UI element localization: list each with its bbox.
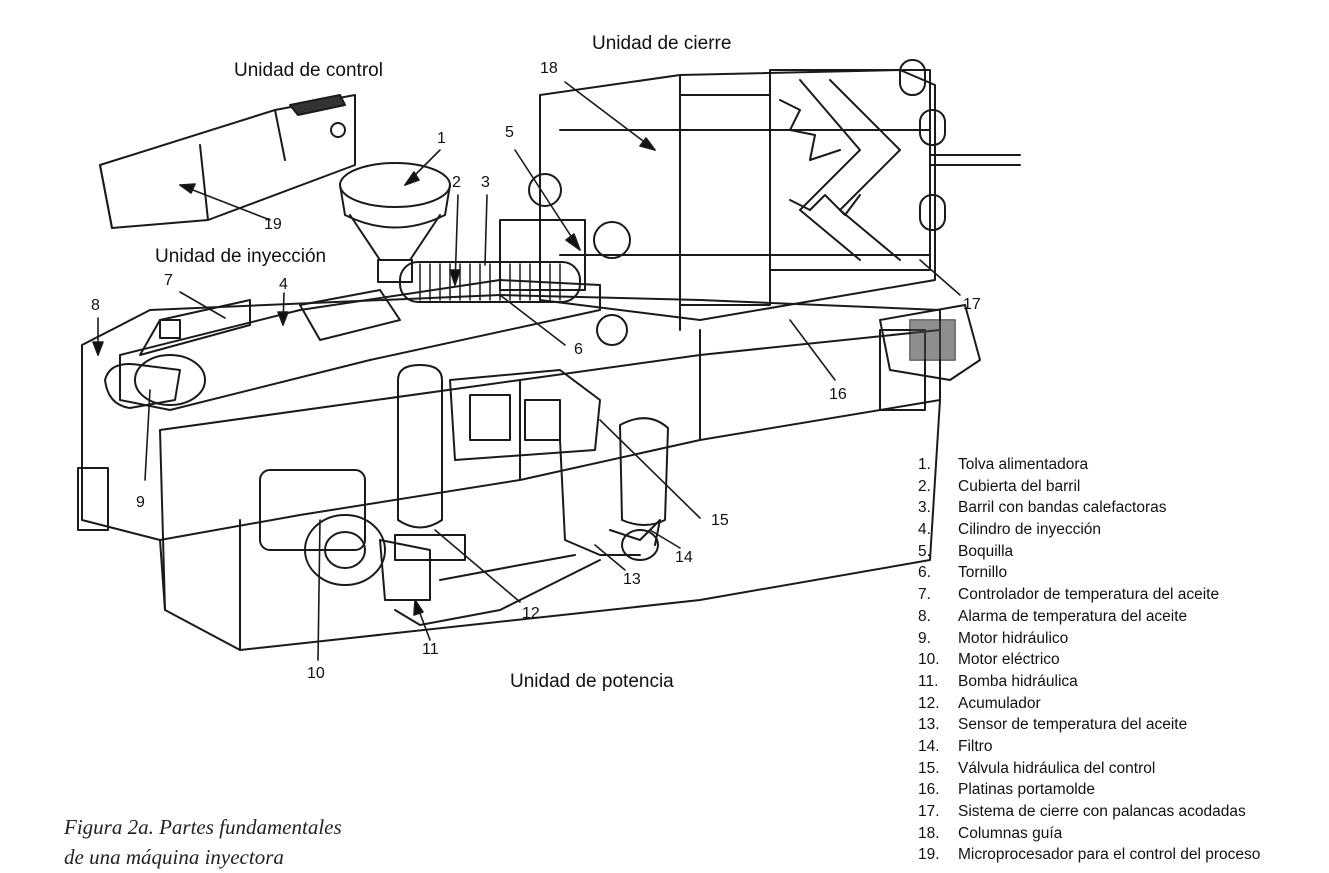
leader-lines [92, 81, 961, 661]
figure-caption: Figura 2a. Partes fundamentales de una m… [64, 812, 342, 872]
legend-number: 9. [918, 629, 931, 647]
power-unit-title: Unidad de potencia [510, 671, 674, 692]
legend-label: Filtro [958, 737, 993, 755]
legend-item: 3. Barril con bandas calefactoras [918, 497, 1260, 519]
legend-label: Barril con bandas calefactoras [958, 499, 1167, 517]
legend-number: 16. [918, 781, 940, 799]
legend-item: 9. Motor hidráulico [918, 628, 1260, 650]
legend-number: 1. [918, 456, 931, 473]
callout-5: 5 [505, 124, 514, 141]
callout-6: 6 [574, 341, 583, 358]
legend-label: Tolva alimentadora [958, 456, 1089, 473]
control-unit-title: Unidad de control [234, 60, 383, 81]
legend-number: 14. [918, 737, 940, 755]
callout-12: 12 [522, 605, 540, 622]
callout-4: 4 [279, 276, 288, 293]
legend-item: 5. Boquilla [918, 541, 1260, 563]
legend-label: Alarma de temperatura del aceite [958, 607, 1188, 625]
legend-item: 2. Cubierta del barril [918, 476, 1260, 498]
caption-line-2: de una máquina inyectora [64, 845, 284, 869]
legend-number: 11. [918, 672, 939, 690]
callout-17: 17 [963, 296, 981, 313]
legend-item: 18. Columnas guía [918, 823, 1260, 845]
callout-10: 10 [307, 665, 325, 682]
legend-label: Columnas guía [958, 824, 1063, 842]
legend-label: Platinas portamolde [958, 781, 1095, 799]
legend-item: 6. Tornillo [918, 562, 1260, 584]
callout-18: 18 [540, 60, 558, 77]
parts-legend: 1. Tolva alimentadora 2. Cubierta del barr… [918, 454, 1260, 866]
hopper [339, 162, 451, 283]
legend-number: 7. [918, 586, 931, 604]
legend-item: 16. Platinas portamolde [918, 779, 1260, 801]
legend-number: 3. [918, 499, 931, 517]
callout-11: 11 [422, 641, 439, 658]
legend-label: Bomba hidráulica [958, 672, 1078, 690]
legend-label: Controlador de temperatura del aceite [958, 586, 1220, 604]
injection-unit-title: Unidad de inyección [155, 246, 327, 267]
legend-label: Cilindro de inyección [958, 521, 1102, 539]
legend-label: Sensor de temperatura del aceite [958, 716, 1188, 734]
legend-label: Motor eléctrico [958, 651, 1060, 669]
legend-number: 12. [918, 694, 940, 712]
legend-item: 12. Acumulador [918, 693, 1260, 715]
legend-item: 14. Filtro [918, 736, 1260, 758]
callout-16: 16 [829, 386, 847, 403]
callout-1: 1 [437, 130, 446, 147]
callout-9: 9 [136, 494, 145, 511]
legend-number: 17. [918, 803, 940, 820]
legend-number: 5. [918, 542, 931, 560]
callout-2: 2 [452, 174, 461, 191]
callout-15: 15 [711, 512, 729, 529]
legend-label: Cubierta del barril [958, 477, 1081, 495]
legend-number: 18. [918, 824, 940, 842]
legend-item: 4. Cilindro de inyección [918, 519, 1260, 541]
legend-label: Boquilla [958, 542, 1014, 560]
legend-item: 10. Motor eléctrico [918, 649, 1260, 671]
legend-item: 11. Bomba hidráulica [918, 671, 1260, 693]
legend-label: Microprocesador para el control del proc… [958, 846, 1261, 864]
legend-number: 6. [918, 564, 931, 582]
legend-item: 8. Alarma de temperatura del aceite [918, 606, 1260, 628]
legend-item: 13. Sensor de temperatura del aceite [918, 714, 1260, 736]
machine-base [77, 294, 941, 651]
injection-unit [104, 219, 601, 411]
legend-label: Tornillo [958, 564, 1008, 582]
callout-14: 14 [675, 549, 693, 566]
legend-number: 8. [918, 607, 931, 625]
legend-number: 15. [918, 759, 940, 777]
legend-label: Motor hidráulico [958, 629, 1069, 647]
callout-19: 19 [264, 216, 282, 233]
control-cabinet [99, 94, 356, 229]
legend-item: 7. Controlador de temperatura del aceite [918, 584, 1260, 606]
legend-item: 19. Microprocesador para el control del p… [918, 844, 1260, 866]
legend-item: 15. Válvula hidráulica del control [918, 758, 1260, 780]
power-unit [259, 364, 669, 626]
legend-label: Acumulador [958, 694, 1041, 712]
legend-item: 1. Tolva alimentadora [918, 454, 1260, 476]
legend-number: 19. [918, 846, 940, 864]
legend-label: Válvula hidráulica del control [958, 759, 1156, 777]
legend-number: 4. [918, 521, 931, 539]
legend-item: 17. Sistema de cierre con palancas acodad… [918, 801, 1260, 823]
legend-number: 10. [918, 651, 940, 669]
caption-line-1: Figura 2a. Partes fundamentales [64, 815, 342, 839]
callout-13: 13 [623, 571, 641, 588]
callout-8: 8 [91, 297, 100, 314]
callout-3: 3 [481, 174, 490, 191]
legend-number: 13. [918, 716, 940, 734]
callout-7: 7 [164, 272, 173, 289]
legend-label: Sistema de cierre con palancas acodadas [958, 803, 1246, 820]
legend-number: 2. [918, 477, 931, 495]
clamp-unit-title: Unidad de cierre [592, 33, 732, 54]
clamping-unit [528, 59, 1021, 381]
